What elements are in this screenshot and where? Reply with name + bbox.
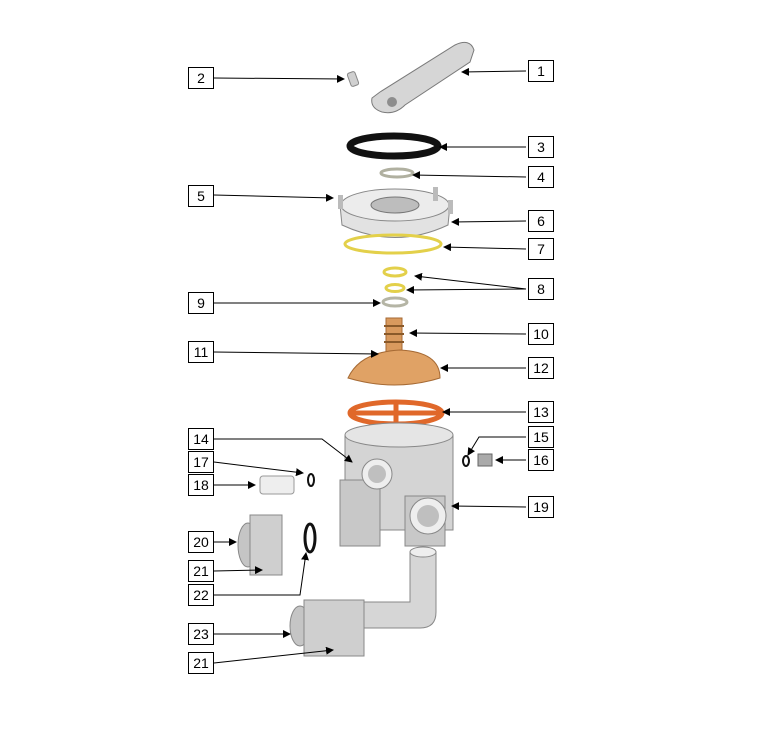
part-6-valve-cover <box>338 187 453 238</box>
part-15-16-drain-plug <box>462 453 493 467</box>
callout-19: 19 <box>528 496 554 518</box>
callout-17: 17 <box>188 451 214 473</box>
callout-4: 4 <box>528 166 554 188</box>
callout-13: 13 <box>528 401 554 423</box>
leader-lines <box>213 67 527 664</box>
part-2-pin <box>346 71 360 87</box>
callout-21-lower: 21 <box>188 652 214 674</box>
part-7-cover-oring <box>343 233 443 255</box>
part-9-washer <box>381 296 409 308</box>
part-8-shaft-orings <box>382 266 408 293</box>
callout-18: 18 <box>188 474 214 496</box>
callout-22: 22 <box>188 584 214 606</box>
callout-6: 6 <box>528 210 554 232</box>
callout-12: 12 <box>528 357 554 379</box>
callout-2: 2 <box>188 67 214 89</box>
part-1-handle-lever <box>371 41 475 114</box>
part-17-18-nipple <box>259 473 315 495</box>
callout-7: 7 <box>528 238 554 260</box>
callout-23: 23 <box>188 623 214 645</box>
part-23-21-elbow-union <box>289 546 437 657</box>
part-12-rotor <box>347 317 441 386</box>
callout-21-upper: 21 <box>188 560 214 582</box>
callout-5: 5 <box>188 185 214 207</box>
callout-1: 1 <box>528 60 554 82</box>
part-4-washer <box>379 167 415 179</box>
callout-11: 11 <box>188 341 214 363</box>
callout-20: 20 <box>188 531 214 553</box>
callout-3: 3 <box>528 136 554 158</box>
callout-14: 14 <box>188 428 214 450</box>
callout-16: 16 <box>528 449 554 471</box>
callout-15: 15 <box>528 426 554 448</box>
part-13-handwheel <box>347 399 445 427</box>
callout-9: 9 <box>188 292 214 314</box>
callout-8: 8 <box>528 278 554 300</box>
callout-10: 10 <box>528 323 554 345</box>
part-19-valve-body <box>339 422 454 547</box>
part-3-cover-gasket <box>346 132 442 160</box>
part-20-21-22-union <box>237 514 317 576</box>
